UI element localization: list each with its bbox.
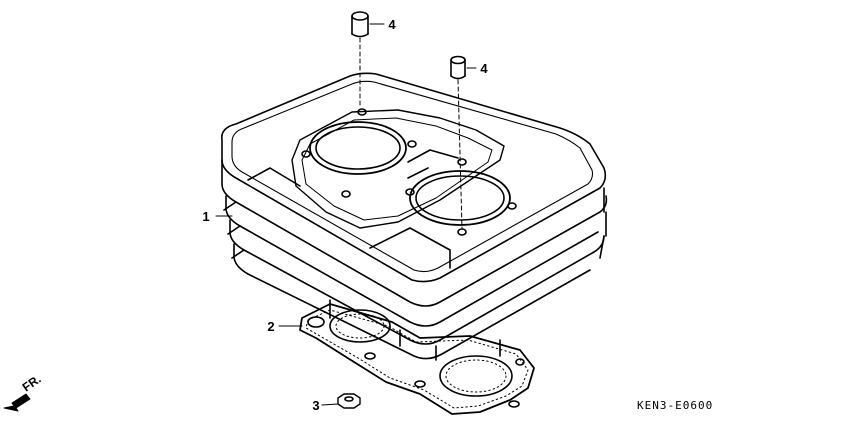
callout-3: 3 (312, 398, 319, 413)
front-arrow-icon (3, 393, 31, 412)
diagram-code: KEN3-E0600 (637, 399, 713, 412)
dowel-pin-left (351, 11, 369, 109)
callout-1: 1 (202, 209, 209, 224)
callout-2: 2 (267, 319, 274, 334)
cylinder-block (220, 72, 608, 361)
front-direction-label: FR. (20, 372, 44, 395)
callout-4-left: 4 (388, 17, 396, 32)
dowel-pin-right (450, 55, 466, 229)
callout-4-right: 4 (480, 61, 488, 76)
leader-lines (215, 23, 477, 406)
nut (337, 393, 361, 409)
base-gasket (299, 303, 535, 415)
